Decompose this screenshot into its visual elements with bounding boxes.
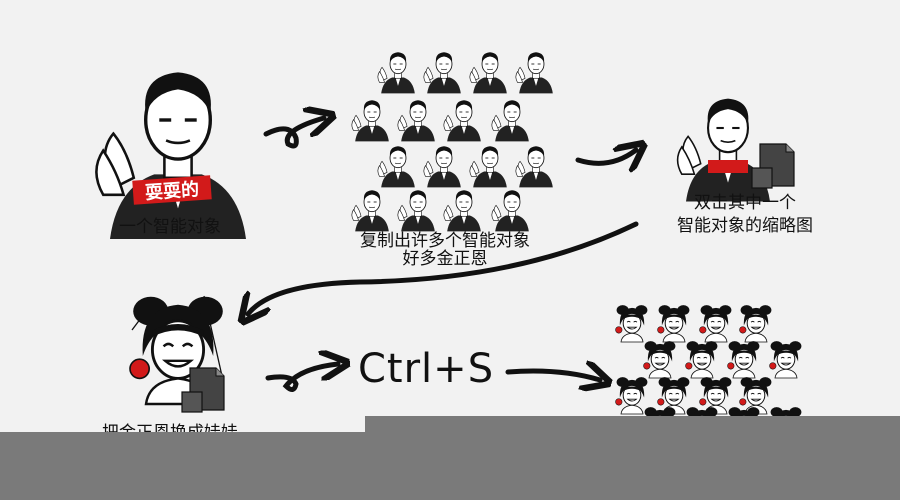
badge-stamp: 耍耍的: [132, 175, 212, 205]
doll-copy-8: [615, 376, 648, 415]
bottom-overlay-step: [365, 416, 900, 434]
leader-copy-4: [351, 99, 390, 142]
bottom-overlay-bar: [0, 432, 900, 500]
leader-copy-10: [469, 145, 508, 188]
step3-caption-line2: 智能对象的缩略图: [677, 216, 813, 236]
leader-copy-11: [515, 145, 554, 188]
doll-copy-4: [643, 340, 676, 379]
shortcut-ctrl-s: Ctrl+S: [358, 346, 495, 392]
doll-copy-3: [739, 304, 772, 343]
leader-copies-grid: [351, 51, 554, 232]
step3-caption-line1: 双击其中一个: [694, 193, 796, 213]
leader-copy-9: [423, 145, 462, 188]
arrow-step3-to-step4: [248, 221, 639, 314]
leader-copy-3: [515, 51, 554, 94]
doll-copy-0: [615, 304, 648, 343]
arrow-shortcut-to-result: [505, 371, 600, 380]
doll-copy-5: [685, 340, 718, 379]
leader-figure-large: [94, 70, 248, 241]
leader-copy-2: [469, 51, 508, 94]
leader-copy-12: [351, 189, 390, 232]
badge-text: 耍耍的: [144, 178, 199, 204]
step2-caption-line2: 好多金正恩: [402, 249, 488, 269]
leader-copy-14: [443, 189, 482, 232]
doll-figure-large: [128, 295, 225, 406]
doll-copy-2: [699, 304, 732, 343]
leader-copy-15: [491, 189, 530, 232]
step2-caption-line1: 复制出许多个智能对象: [360, 231, 530, 251]
smart-object-file-icon: [751, 143, 795, 189]
badge-stamp-small: [708, 160, 748, 173]
arrow-step1-to-step2: [263, 118, 324, 149]
leader-copy-0: [377, 51, 416, 94]
doll-copy-1: [657, 304, 690, 343]
arrow-step2-to-step3: [575, 150, 636, 163]
leader-copy-5: [397, 99, 436, 142]
arrow-step4-to-shortcut: [265, 364, 338, 392]
doll-copy-7: [769, 340, 802, 379]
leader-copy-7: [491, 99, 530, 142]
leader-copy-13: [397, 189, 436, 232]
leader-copy-8: [377, 145, 416, 188]
step1-caption: 一个智能对象: [119, 217, 221, 237]
leader-copy-6: [443, 99, 482, 142]
leader-copy-1: [423, 51, 462, 94]
doll-copy-6: [727, 340, 760, 379]
